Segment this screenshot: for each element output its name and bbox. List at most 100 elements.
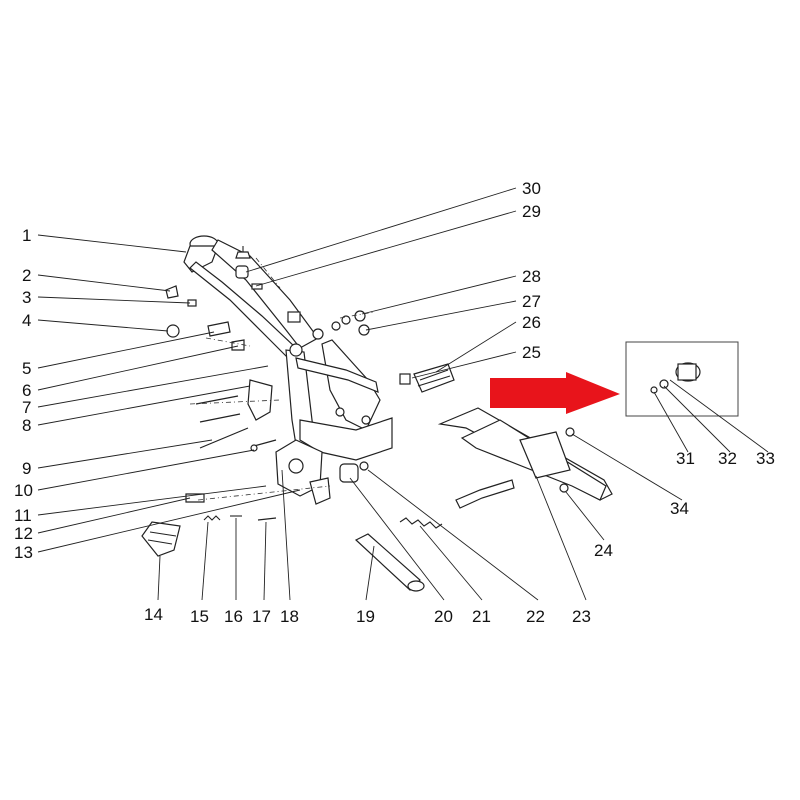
leader-32 [663,385,731,453]
pivot-bush [289,343,303,357]
footpeg-right-body [413,363,455,393]
highlight-arrow [490,372,620,414]
callout-24: 24 [594,541,613,560]
clip-6 [231,339,245,351]
spring-21 [399,517,443,529]
main-frame [183,235,393,505]
axis-line-29 [255,257,281,289]
axis-line-8 [189,399,281,405]
leader-28 [361,275,517,315]
bolt-top [235,251,251,259]
leader-7 [37,365,269,408]
detail-inset [625,341,739,417]
callout-17: 17 [252,607,271,626]
callout-22: 22 [526,607,545,626]
leader-25 [411,351,517,379]
right-top-hardware [331,310,411,385]
leader-33 [669,379,769,453]
washer-27 [331,321,341,331]
bolt-10 [253,439,277,447]
pin-top [251,283,263,290]
callout-16: 16 [224,607,243,626]
frame-bolt-b [361,415,371,425]
clip-5 [207,321,231,337]
callout-19: 19 [356,607,375,626]
bolt-8 [195,395,239,405]
rear-spar [321,339,381,431]
swingarm-bridge [519,431,571,479]
spring-15 [203,515,221,521]
top-bush [312,328,324,340]
callout-3: 3 [22,288,31,307]
leader-26 [435,321,517,373]
lower-mount-hole [288,458,304,474]
callout-labels: 1 2 3 4 5 6 7 8 9 10 11 12 13 14 15 16 1… [14,179,775,626]
axis-line-12 [197,485,331,501]
leader-24 [565,491,605,541]
callout-9: 9 [22,459,31,478]
footpeg-right [413,363,455,393]
leader-29 [255,210,517,287]
leader-31 [653,391,689,453]
chain-slider [455,479,515,509]
callout-34: 34 [670,499,689,518]
spacer-25 [399,373,411,385]
rubber-20 [339,463,359,483]
swingarm [437,407,613,509]
leader-2 [37,274,171,292]
footpeg-left-body [141,521,181,557]
callout-11: 11 [14,506,32,525]
frame-bolt-a [335,407,345,417]
leader-30 [245,187,517,273]
sidestand-assembly [339,461,443,592]
washer-32 [659,379,669,389]
callout-15: 15 [190,607,209,626]
footpeg-right-teeth [417,369,451,387]
nut-4 [166,324,180,338]
callout-10: 10 [14,481,33,500]
leader-18 [281,469,291,601]
leader-8 [37,385,251,426]
leader-17 [263,521,267,601]
pivot-box [299,417,393,461]
callout-14: 14 [144,605,163,624]
sidestand-19 [354,533,421,591]
axis-line-5 [205,337,251,347]
callout-28: 28 [522,267,541,286]
callout-26: 26 [522,313,541,332]
bolt-10-head [250,444,258,452]
footpeg-left [141,521,181,557]
callout-32: 32 [718,449,737,468]
leader-14 [157,555,161,601]
callout-1: 1 [22,226,31,245]
assembly-lines [189,257,375,501]
callout-27: 27 [522,292,541,311]
sidestand-foot [407,580,425,592]
callout-29: 29 [522,202,541,221]
leader-6 [37,345,239,391]
callout-13: 13 [14,543,33,562]
bolt-8b [199,413,241,423]
leader-9 [37,439,213,469]
bolt-9 [199,427,249,449]
leader-13 [37,489,301,553]
top-spacer [287,311,301,323]
nut-28 [354,310,366,322]
nut-31 [650,386,658,394]
callout-33: 33 [756,449,775,468]
rubber-bush-top [235,265,249,279]
nut-27 [358,324,370,336]
leader-21 [419,525,483,601]
callout-4: 4 [22,311,31,330]
side-bracket [247,379,273,421]
leader-4 [37,319,169,332]
callout-6: 6 [22,381,31,400]
leader-27 [365,300,517,331]
leader-12 [37,497,191,534]
callout-30: 30 [522,179,541,198]
bolt-2 [165,285,179,299]
leader-1 [37,234,187,253]
callout-8: 8 [22,416,31,435]
